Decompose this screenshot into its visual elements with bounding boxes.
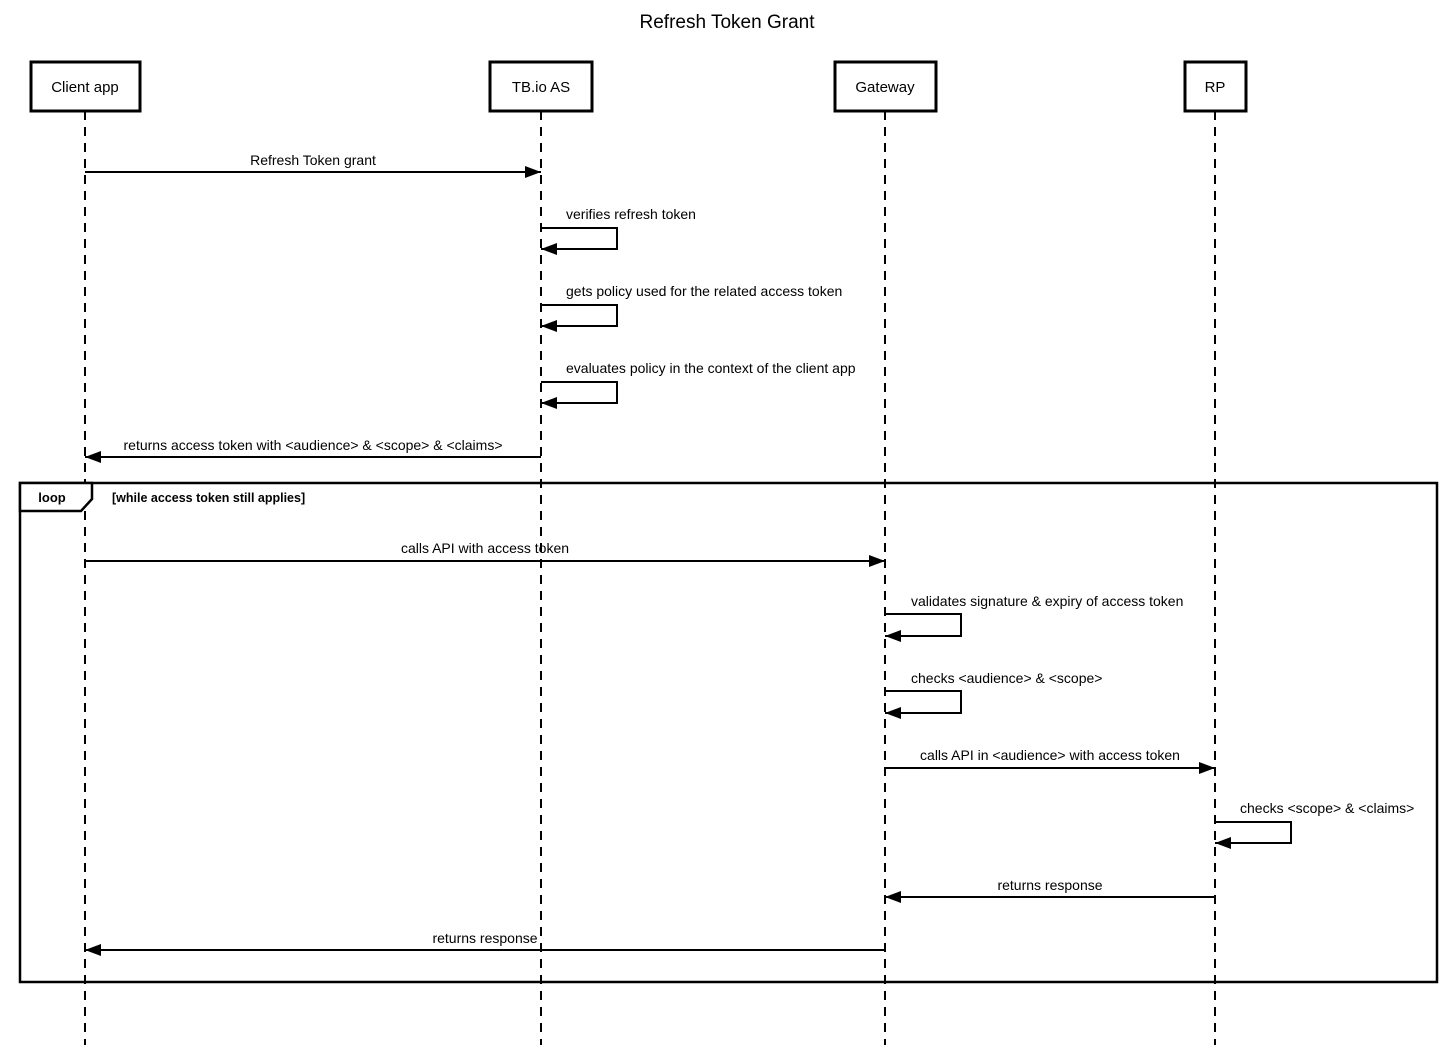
message-verifies-refresh-token: verifies refresh token (541, 206, 696, 255)
message-evaluates-policy: evaluates policy in the context of the c… (541, 360, 856, 409)
message-label-evaluates-policy: evaluates policy in the context of the c… (566, 360, 856, 376)
actor-box-client-app (29, 60, 142, 113)
message-checks-scope-claims: checks <scope> & <claims> (1215, 800, 1414, 849)
message-arrow-checks-audience-scope (885, 690, 962, 719)
actor-label-gateway: Gateway (855, 79, 915, 96)
message-label-gets-policy: gets policy used for the related access … (566, 283, 842, 299)
actor-client-app: Client app (29, 60, 142, 113)
actor-tbio-as: TB.io AS (488, 60, 594, 113)
message-gets-policy: gets policy used for the related access … (541, 283, 842, 332)
message-label-validates-signature: validates signature & expiry of access t… (911, 593, 1183, 609)
message-calls-api-audience: calls API in <audience> with access toke… (885, 747, 1215, 774)
message-arrow-evaluates-policy (541, 381, 618, 409)
message-checks-audience-scope: checks <audience> & <scope> (885, 670, 1102, 719)
loop-operator-label: loop (38, 490, 65, 505)
message-label-calls-api-audience: calls API in <audience> with access toke… (920, 747, 1180, 763)
message-calls-api: calls API with access token (85, 540, 885, 567)
diagram-title: Refresh Token Grant (640, 12, 816, 33)
message-label-checks-scope-claims: checks <scope> & <claims> (1240, 800, 1414, 816)
actor-box-tbio-as (488, 60, 594, 113)
message-label-returns-response-to-gateway: returns response (997, 877, 1102, 893)
message-label-verifies-refresh-token: verifies refresh token (566, 206, 696, 222)
actor-rp: RP (1183, 60, 1248, 113)
actor-label-tbio-as: TB.io AS (512, 79, 570, 96)
loop-fragment: loop [while access token still applies] (18, 481, 1439, 984)
message-label-returns-access-token: returns access token with <audience> & <… (124, 437, 503, 453)
actor-label-rp: RP (1205, 79, 1226, 96)
message-label-refresh-token-grant: Refresh Token grant (250, 152, 376, 168)
message-arrow-verifies-refresh-token (541, 227, 618, 255)
loop-condition-label: [while access token still applies] (112, 491, 305, 505)
message-validates-signature: validates signature & expiry of access t… (885, 593, 1183, 642)
message-label-calls-api: calls API with access token (401, 540, 569, 556)
message-returns-response-to-gateway: returns response (885, 877, 1215, 903)
actor-box-rp (1183, 60, 1248, 113)
actor-label-client-app: Client app (51, 79, 119, 96)
message-label-returns-response-to-client: returns response (432, 930, 537, 946)
actor-gateway: Gateway (833, 60, 938, 113)
message-label-checks-audience-scope: checks <audience> & <scope> (911, 670, 1102, 686)
message-returns-access-token: returns access token with <audience> & <… (85, 437, 541, 463)
actor-box-gateway (833, 60, 938, 113)
message-arrow-validates-signature (885, 613, 962, 642)
loop-fragment-frame (18, 481, 1439, 984)
message-returns-response-to-client: returns response (85, 930, 885, 956)
message-arrow-gets-policy (541, 304, 618, 332)
message-arrow-checks-scope-claims (1215, 821, 1292, 849)
message-refresh-token-grant: Refresh Token grant (85, 152, 541, 178)
loop-operator-pentagon (18, 481, 94, 513)
